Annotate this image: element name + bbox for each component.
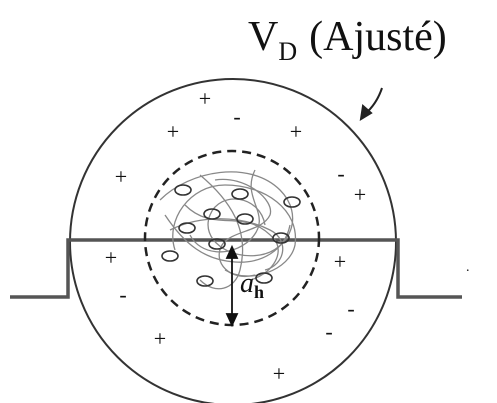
radius-label-main: a [240, 268, 254, 299]
negative-charge: - [119, 282, 126, 307]
positive-charge: + [290, 119, 302, 144]
polymer-coil [160, 170, 295, 289]
volume-label-subscript: D [278, 37, 297, 66]
negative-charge: - [233, 104, 240, 129]
negative-charge: - [325, 319, 332, 344]
negative-charge: - [337, 161, 344, 186]
volume-label-main: V [248, 14, 278, 60]
monomer-ring [179, 223, 195, 233]
volume-label-qualifier: (Ajusté) [309, 14, 447, 60]
label-pointer-arrow [361, 88, 382, 119]
monomer-ring [232, 189, 248, 199]
volume-label: VD (Ajusté) [248, 14, 447, 66]
positive-charge: + [273, 361, 285, 386]
monomer-ring [175, 185, 191, 195]
negative-charge: - [347, 296, 354, 321]
positive-charge: + [334, 249, 346, 274]
positive-charge: + [105, 245, 117, 270]
positive-charge: + [115, 164, 127, 189]
positive-charge: + [167, 119, 179, 144]
monomer-rings [162, 185, 300, 286]
radius-label-subscript: h [254, 282, 264, 302]
monomer-ring [284, 197, 300, 207]
positive-charge: + [199, 86, 211, 111]
stray-mark: . [466, 260, 470, 275]
positive-charge: + [354, 182, 366, 207]
positive-charge: + [154, 326, 166, 351]
monomer-ring [162, 251, 178, 261]
